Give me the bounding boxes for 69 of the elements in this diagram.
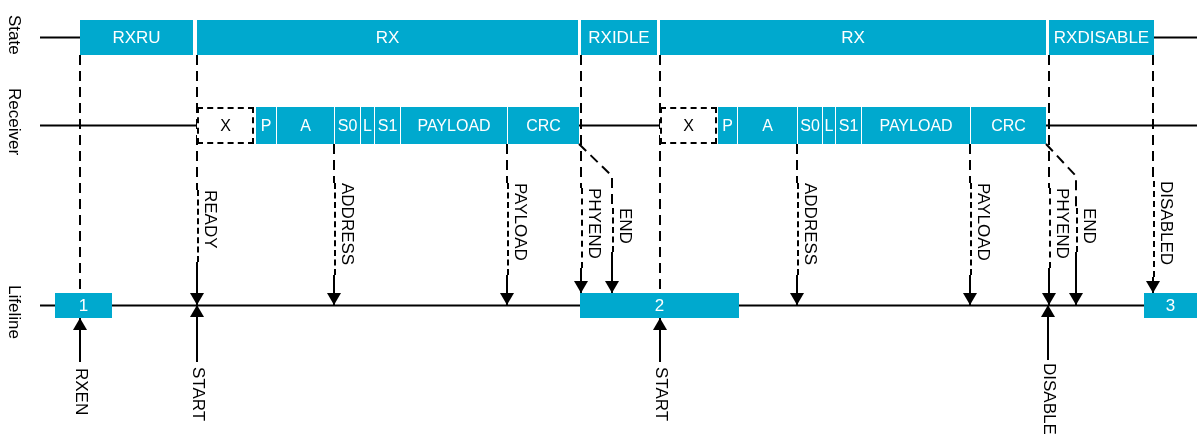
arrow: [190, 261, 204, 306]
arrow: [500, 274, 514, 306]
packet-field: CRC: [971, 107, 1046, 144]
arrow: [574, 267, 588, 294]
packet-field: A: [738, 107, 797, 144]
task-label: START: [650, 362, 670, 426]
arrow: [605, 251, 619, 294]
arrow: [73, 317, 87, 363]
packet-field: CRC: [508, 107, 579, 144]
signal-line: [39, 304, 56, 307]
signal-line: [738, 304, 1145, 307]
lifeline-block: 1: [55, 293, 112, 318]
event-label: PHYEND: [1049, 188, 1071, 268]
event-label: DISABLED: [1153, 181, 1175, 277]
state-bar: RXDISABLE: [1049, 20, 1154, 55]
packet-field: S0: [798, 107, 822, 144]
arrow: [653, 317, 667, 363]
packet-field: P: [718, 107, 737, 144]
state-bar: RXIDLE: [581, 20, 657, 55]
signal-line: [39, 36, 81, 39]
packet-field: PAYLOAD: [862, 107, 970, 144]
dashed-connector: [506, 143, 508, 184]
dashed-connector: [969, 143, 971, 184]
dashed-connector: [333, 143, 335, 184]
packet-field: PAYLOAD: [401, 107, 507, 144]
arrow: [1042, 267, 1056, 306]
packet-field: S1: [836, 107, 861, 144]
packet-field: L: [361, 107, 374, 144]
packet-field: S1: [375, 107, 400, 144]
arrow: [790, 274, 804, 306]
task-label: DISABLE: [1038, 360, 1058, 438]
row-label: Lifeline: [6, 285, 23, 339]
arrow: [327, 274, 341, 306]
arrow: [963, 274, 977, 306]
packet-field: A: [277, 107, 334, 144]
state-bar: RX: [197, 20, 578, 55]
signal-line: [39, 124, 198, 127]
packet-field: P: [256, 107, 276, 144]
dashed-connector: [1048, 54, 1050, 189]
row-label: State: [6, 15, 23, 55]
state-bar: RXRU: [80, 20, 193, 55]
event-label: READY: [197, 190, 219, 262]
state-bar: RX: [660, 20, 1046, 55]
dashed-connector: [796, 143, 798, 184]
event-label: PAYLOAD: [507, 183, 529, 275]
dashed-connector: [580, 54, 582, 189]
event-label: ADDRESS: [797, 183, 819, 275]
dashed-connector: [196, 54, 198, 191]
arrow: [1069, 251, 1083, 306]
row-label: Receiver: [6, 88, 23, 156]
signal-line: [1153, 36, 1197, 39]
event-label: PHYEND: [581, 188, 603, 268]
signal-line: [111, 304, 581, 307]
packet-field: S0: [335, 107, 360, 144]
dashed-connector: [1045, 143, 1077, 209]
lifeline-block: 2: [580, 293, 739, 318]
packet-field: L: [823, 107, 835, 144]
event-label: ADDRESS: [334, 183, 356, 275]
arrow: [190, 304, 204, 363]
arrow: [1146, 276, 1160, 294]
arrow: [1041, 304, 1055, 361]
packet-field: X: [660, 107, 717, 144]
event-label: PAYLOAD: [970, 183, 992, 275]
task-label: RXEN: [70, 362, 90, 422]
event-label: END: [612, 208, 634, 252]
lifeline-block: 3: [1144, 293, 1197, 318]
event-label: END: [1076, 208, 1098, 252]
packet-field: X: [197, 107, 254, 144]
task-label: START: [187, 362, 207, 426]
